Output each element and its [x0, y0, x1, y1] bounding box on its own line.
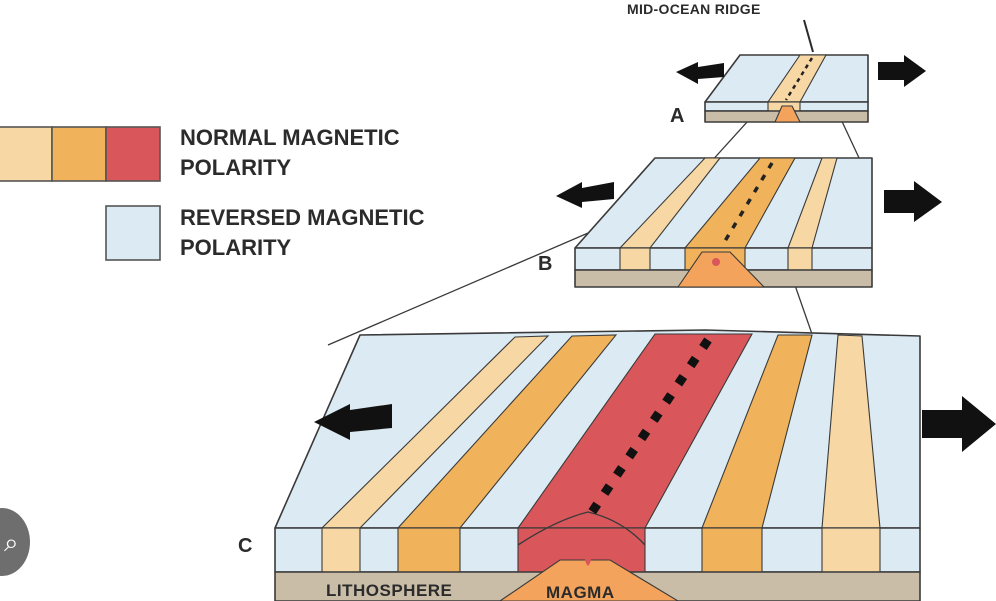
ridge-pointer: [803, 19, 814, 53]
legend-swatch-reversed: [105, 205, 161, 261]
stage-b-label: B: [538, 253, 552, 275]
arrow-right-icon: [884, 181, 942, 222]
stage-a-label: A: [670, 105, 684, 127]
arrow-left-icon: [314, 404, 392, 440]
slab-c-magma: [499, 559, 680, 601]
magma-label: MAGMA: [546, 583, 615, 601]
lithosphere-label: LITHOSPHERE: [326, 581, 452, 600]
legend-reversed-line1: REVERSED MAGNETIC: [180, 205, 425, 230]
legend: NORMAL MAGNETIC POLARITY REVERSED MAGNET…: [0, 125, 425, 261]
ridge-label: MID-OCEAN RIDGE: [627, 1, 761, 17]
legend-normal-swatches: [0, 126, 161, 182]
slab-a-magma: [774, 105, 801, 123]
stage-c-label: C: [238, 535, 252, 557]
arrow-right-icon: [922, 396, 996, 452]
slab-a-ridge-axis: [784, 57, 814, 101]
lens-glyph: ⌕: [4, 528, 19, 558]
slab-a: [704, 54, 869, 123]
legend-swatch-normal-red: [105, 126, 161, 182]
legend-swatch-normal-mid: [51, 126, 107, 182]
legend-reversed-line2: POLARITY: [180, 235, 292, 260]
legend-swatch-normal-light: [0, 126, 53, 182]
slab-b: [574, 157, 873, 288]
legend-normal-line2: POLARITY: [180, 155, 292, 180]
arrow-left-icon: [556, 182, 614, 208]
arrow-left-icon: [676, 62, 724, 84]
slab-b-magma: [676, 251, 766, 288]
slab-b-ridge-axis: [720, 162, 774, 247]
arrow-right-icon: [878, 55, 926, 87]
slab-c: [274, 329, 921, 601]
legend-normal-line1: NORMAL MAGNETIC: [180, 125, 400, 150]
